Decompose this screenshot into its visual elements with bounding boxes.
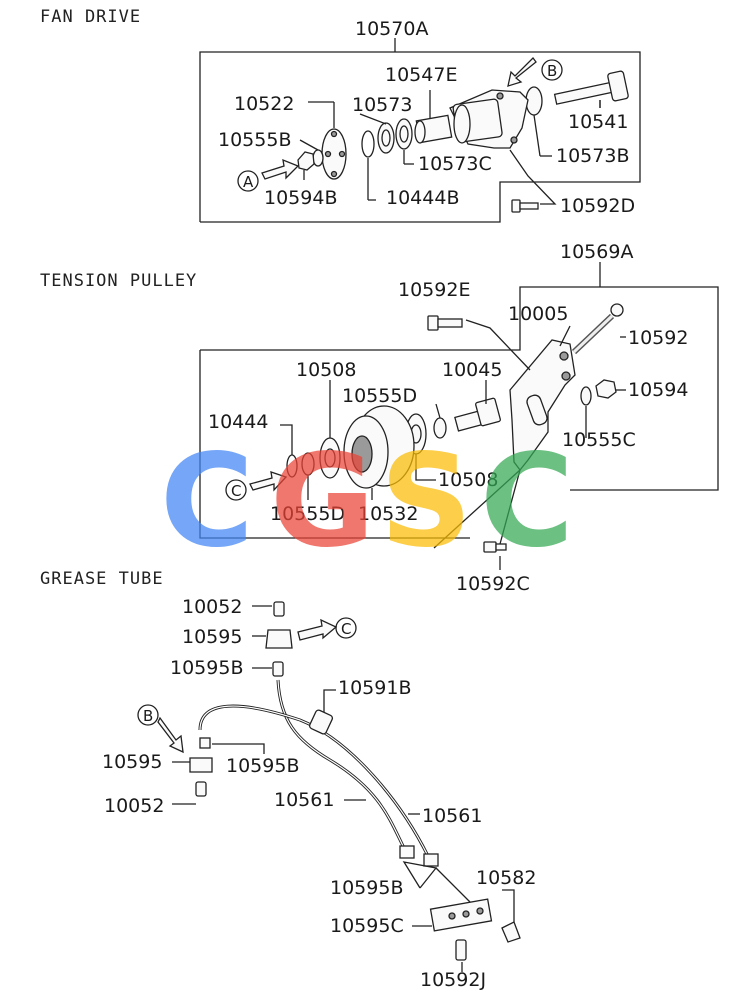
label-10555D-b: 10555D [270, 503, 345, 525]
elbow-10582 [501, 921, 521, 943]
sleeve-10547E [414, 114, 453, 144]
bolt-10592J [455, 939, 467, 961]
label-10052-a: 10052 [182, 596, 242, 618]
label-10573B: 10573B [556, 145, 629, 167]
fan-drive-frame [199, 51, 641, 223]
watermark-letter-c2: C [480, 427, 574, 576]
label-10595B-c: 10595B [330, 877, 403, 899]
nut-10594B [297, 151, 315, 171]
fan-drive-group: A B [199, 38, 641, 223]
watermark-letter-g: G [270, 427, 375, 576]
label-10555C: 10555C [562, 429, 636, 451]
fitting-10595B-b [199, 737, 211, 749]
housing [449, 89, 529, 149]
callout-B-label-grease: B [143, 707, 153, 725]
nipple-10052-b [195, 781, 207, 797]
label-10573C: 10573C [418, 153, 492, 175]
watermark: C G S C [160, 427, 574, 576]
grease-tube-group: C B [137, 601, 521, 972]
block-10595C [429, 898, 493, 932]
label-10561-b: 10561 [422, 805, 482, 827]
clamp-10591B [308, 709, 334, 735]
fitting-10595-a [265, 629, 293, 649]
label-10561-a: 10561 [274, 789, 334, 811]
label-10592D: 10592D [560, 195, 635, 217]
callout-C-label-grease: C [341, 620, 351, 638]
label-10045: 10045 [442, 359, 502, 381]
section-title-grease-tube: GREASE TUBE [40, 569, 164, 589]
adjust-bolt-10592 [571, 303, 624, 355]
washer-10555C [580, 386, 592, 406]
arrow-C-grease [297, 618, 338, 641]
section-title-fan-drive: FAN DRIVE [40, 7, 141, 27]
label-10569A: 10569A [560, 241, 633, 263]
label-10592C: 10592C [456, 573, 530, 595]
label-10592E: 10592E [398, 279, 470, 301]
label-10595B-a: 10595B [170, 657, 243, 679]
label-10591B: 10591B [338, 677, 411, 699]
fitting-10595B-a [272, 661, 284, 677]
label-10522: 10522 [234, 93, 294, 115]
callout-B-label-fan: B [547, 62, 557, 80]
nipple-10052-a [273, 601, 285, 617]
label-10005: 10005 [508, 303, 568, 325]
label-10573: 10573 [352, 94, 412, 116]
tension-pulley-group: C [199, 262, 719, 570]
label-10582: 10582 [476, 867, 536, 889]
flange-10522 [321, 128, 347, 180]
label-10555B: 10555B [218, 129, 291, 151]
callout-B-circle-grease [137, 704, 159, 726]
label-10595-a: 10595 [182, 626, 242, 648]
label-10594: 10594 [628, 379, 688, 401]
arrow-B-grease [157, 716, 184, 754]
watermark-letter-c1: C [160, 427, 254, 576]
arrow-C-pulley [249, 471, 288, 492]
arrow-B-fan [507, 57, 537, 87]
bracket-10005 [509, 339, 576, 472]
bolt-10592D [511, 199, 539, 213]
shaft-10045 [454, 397, 501, 432]
label-10555D-a: 10555D [342, 385, 417, 407]
callout-C-circle-grease [335, 617, 357, 639]
section-title-tension-pulley: TENSION PULLEY [40, 271, 197, 291]
label-10592: 10592 [628, 327, 688, 349]
label-10570A: 10570A [355, 18, 428, 40]
snapring-10444B [361, 130, 375, 158]
fitting-10595-b [189, 757, 213, 773]
label-10595-b: 10595 [102, 751, 162, 773]
label-10592J: 10592J [420, 969, 486, 991]
label-10594B: 10594B [264, 187, 337, 209]
bolt-10592C [483, 541, 507, 553]
callout-A-label: A [243, 173, 254, 191]
callout-B-circle-fan [541, 59, 563, 81]
label-10547E: 10547E [385, 64, 457, 86]
callout-A-circle [237, 170, 259, 192]
label-10052-b: 10052 [104, 795, 164, 817]
label-10508-a: 10508 [296, 359, 356, 381]
label-10532: 10532 [358, 503, 418, 525]
shaft-10541 [553, 70, 629, 108]
label-10444: 10444 [208, 411, 268, 433]
bolt-10592E [427, 315, 463, 331]
pulley-10532 [343, 405, 415, 489]
fitting-10595B-c [399, 845, 415, 859]
nut-10594 [595, 379, 617, 399]
label-10595B-b: 10595B [226, 755, 299, 777]
arrow-A [261, 158, 300, 180]
label-10595C: 10595C [330, 915, 404, 937]
callout-C-label-pulley: C [231, 482, 241, 500]
label-10508-b: 10508 [438, 469, 498, 491]
label-10541: 10541 [568, 111, 628, 133]
label-10444B: 10444B [386, 187, 459, 209]
callout-C-circle-pulley [225, 479, 247, 501]
tension-pulley-frame-upper [200, 286, 719, 491]
tension-pulley-frame-lower [199, 350, 470, 539]
watermark-letter-s: S [380, 427, 472, 576]
